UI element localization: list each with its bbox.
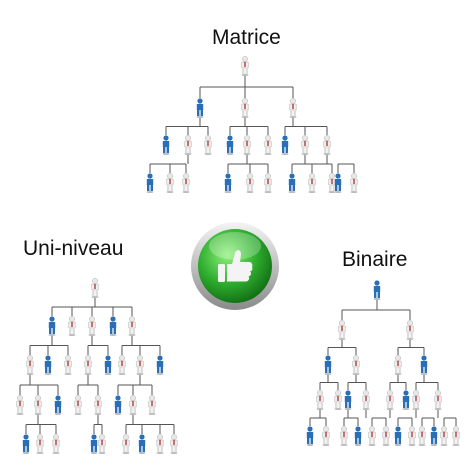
- person-icon: [83, 354, 93, 376]
- person-icon: [25, 354, 35, 376]
- person-icon: [321, 425, 331, 447]
- thumbs-up-icon: [218, 250, 253, 282]
- person-icon: [245, 172, 255, 194]
- person-icon: [339, 425, 349, 447]
- person-icon: [281, 135, 289, 155]
- person-icon: [97, 433, 107, 455]
- person-icon: [402, 390, 410, 410]
- person-icon: [73, 394, 83, 416]
- person-icon: [439, 425, 449, 447]
- person-icon: [93, 394, 103, 416]
- matrix-title: Matrice: [212, 26, 281, 49]
- person-icon: [385, 389, 395, 411]
- person-icon: [288, 97, 298, 119]
- person-icon: [127, 315, 137, 337]
- person-icon: [351, 354, 361, 376]
- person-icon: [324, 355, 332, 375]
- person-icon: [156, 355, 164, 375]
- person-icon: [315, 389, 325, 411]
- person-icon: [451, 425, 461, 447]
- person-icon: [263, 134, 273, 156]
- person-icon: [226, 135, 234, 155]
- person-icon: [367, 425, 377, 447]
- person-icon: [114, 395, 122, 415]
- person-icon: [334, 173, 342, 193]
- person-icon: [135, 354, 145, 376]
- person-icon: [349, 172, 359, 194]
- person-icon: [430, 426, 438, 446]
- person-icon: [121, 433, 131, 455]
- person-icon: [411, 389, 421, 411]
- person-icon: [203, 134, 213, 156]
- person-icon: [322, 134, 332, 156]
- person-icon: [344, 390, 352, 410]
- person-icon: [288, 173, 296, 193]
- person-icon: [22, 434, 30, 454]
- person-icon: [240, 97, 250, 119]
- person-icon: [51, 433, 61, 455]
- person-icon: [407, 425, 417, 447]
- person-icon: [117, 354, 127, 376]
- person-icon: [146, 173, 154, 193]
- person-icon: [405, 319, 415, 341]
- person-icon: [242, 134, 252, 156]
- thumbs-up-badge: [191, 222, 279, 310]
- person-icon: [54, 395, 62, 415]
- person-icon: [181, 172, 191, 194]
- person-icon: [104, 355, 112, 375]
- person-icon: [394, 426, 402, 446]
- person-icon: [90, 277, 100, 299]
- person-icon: [138, 434, 146, 454]
- person-icon: [417, 425, 427, 447]
- person-icon: [165, 172, 175, 194]
- person-icon: [327, 172, 337, 194]
- person-icon: [373, 280, 381, 300]
- person-icon: [337, 319, 347, 341]
- person-icon: [33, 394, 43, 416]
- unilevel-title: Uni-niveau: [23, 237, 124, 260]
- person-icon: [433, 389, 443, 411]
- person-icon: [381, 425, 391, 447]
- person-icon: [15, 394, 25, 416]
- person-icon: [44, 355, 52, 375]
- person-icon: [300, 134, 310, 156]
- person-icon: [35, 433, 45, 455]
- person-icon: [48, 316, 56, 336]
- person-icon: [196, 98, 204, 118]
- binary-title: Binaire: [342, 248, 408, 271]
- person-icon: [354, 426, 362, 446]
- person-icon: [306, 426, 314, 446]
- person-icon: [307, 172, 317, 194]
- person-icon: [393, 354, 403, 376]
- connector-lines: [19, 76, 457, 434]
- person-icon: [361, 389, 371, 411]
- person-icon: [90, 434, 98, 454]
- person-icon: [263, 172, 273, 194]
- person-icon: [155, 433, 165, 455]
- person-icon: [169, 433, 179, 455]
- person-icon: [224, 173, 232, 193]
- person-icon: [67, 315, 77, 337]
- person-icon: [87, 315, 97, 337]
- person-icon: [109, 316, 117, 336]
- person-icon: [240, 55, 250, 77]
- person-icon: [63, 354, 73, 376]
- person-icon: [162, 135, 170, 155]
- person-icon: [147, 394, 157, 416]
- person-icon: [128, 394, 138, 416]
- person-icon: [420, 355, 428, 375]
- person-icon: [333, 389, 343, 411]
- person-icon: [183, 134, 193, 156]
